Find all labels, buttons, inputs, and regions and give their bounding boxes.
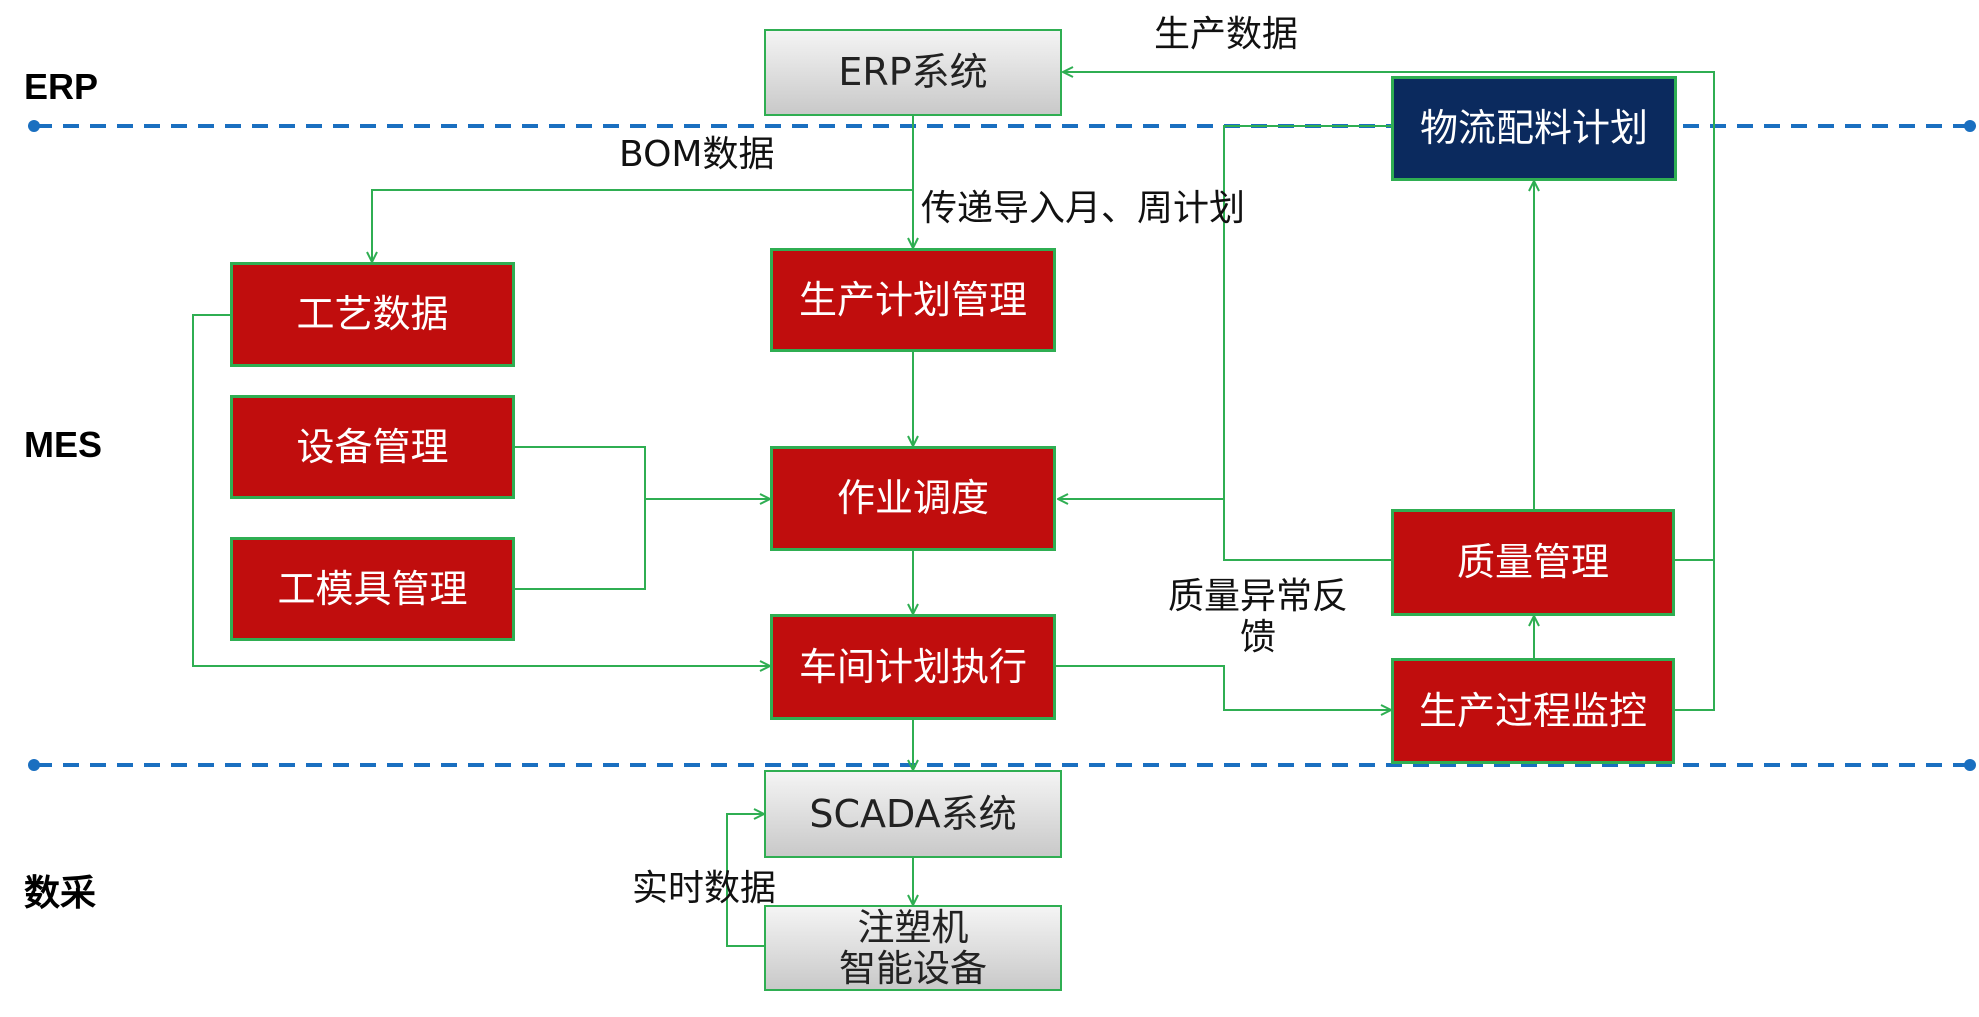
edge-workshop-to-monitor [1056, 665, 1391, 710]
process-data-node: 工艺数据 [230, 262, 515, 367]
logistics-plan-node: 物流配料计划 [1391, 76, 1677, 181]
mold-mgmt-node: 工模具管理 [230, 537, 515, 641]
edge-production-data-to-erp [1063, 72, 1715, 711]
production-data-label: 生产数据 [1154, 14, 1299, 55]
production-plan-node: 生产计划管理 [770, 248, 1056, 352]
lane-divider-mes-scada [28, 759, 1976, 771]
lane-label-scada: 数采 [24, 872, 97, 913]
edge-logistics-to-scheduling [1223, 125, 1391, 499]
realtime-data-label: 实时数据 [632, 868, 777, 909]
edge-bom-to-process-data [372, 189, 913, 262]
transfer-plans-label: 传递导入月、周计划 [921, 188, 1246, 229]
edge-process-data-to-workshop [192, 314, 770, 666]
quality-feedback-label: 质量异常反 馈 [1168, 576, 1349, 659]
workshop-exec-node: 车间计划执行 [770, 614, 1056, 720]
lane-divider-erp-mes [28, 120, 1976, 132]
quality-mgmt-node: 质量管理 [1391, 509, 1675, 616]
lane-label-erp: ERP [24, 66, 99, 107]
process-monitor-node: 生产过程监控 [1391, 658, 1675, 764]
equipment-mgmt-node: 设备管理 [230, 395, 515, 499]
edge-machine-to-scada-realtime [726, 814, 764, 947]
edge-quality-to-scheduling [1058, 499, 1391, 561]
edge-mold-to-scheduling [515, 499, 646, 590]
edge-equipment-to-scheduling [515, 446, 770, 499]
bom-data-label: BOM数据 [619, 134, 775, 175]
job-scheduling-node: 作业调度 [770, 446, 1056, 551]
injection-machine-node: 注塑机 智能设备 [764, 905, 1062, 991]
lane-label-mes: MES [24, 424, 103, 465]
erp-system-node: ERP系统 [764, 29, 1062, 116]
scada-system-node: SCADA系统 [764, 770, 1062, 858]
